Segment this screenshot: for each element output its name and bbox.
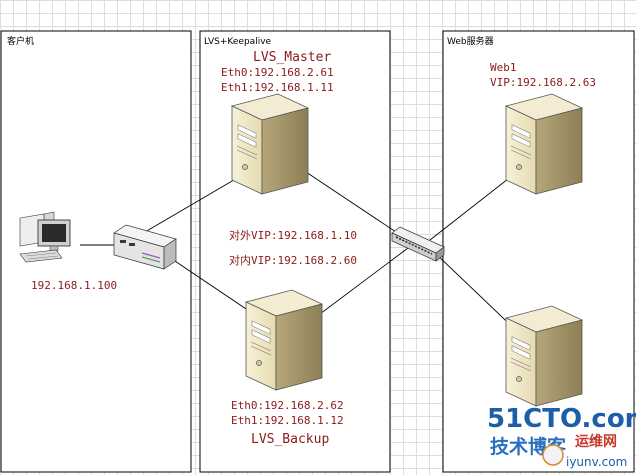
inner-vip-label: 对内VIP:192.168.2.60: [229, 253, 357, 267]
lvs-backup-name: LVS_Backup: [251, 432, 329, 447]
watermark-badge: 运维网: [575, 433, 617, 450]
lvs-backup-eth1: Eth1:192.168.1.12: [231, 414, 344, 427]
watermark: 51CTO.com 技术博客 运维网 iyunv.com: [487, 404, 636, 469]
lvs-backup-eth0: Eth0:192.168.2.62: [231, 399, 344, 412]
web2-server-icon: [505, 305, 583, 407]
lvs-master-name: LVS_Master: [253, 50, 331, 65]
lvs-master-eth1: Eth1:192.168.1.11: [221, 81, 334, 94]
web-panel-title: Web服务器: [447, 35, 494, 47]
client-pc-icon: [19, 211, 71, 263]
lvs-backup-server-icon: [245, 289, 323, 391]
web1-vip: VIP:192.168.2.63: [490, 76, 596, 89]
lvs-master-eth0: Eth0:192.168.2.61: [221, 66, 334, 79]
watermark-badge-icon: [542, 444, 564, 466]
router-icon: [113, 224, 177, 270]
web1-name: Web1: [490, 61, 517, 74]
outer-vip-label: 对外VIP:192.168.1.10: [229, 228, 357, 242]
watermark-logo: 51CTO.com: [487, 404, 636, 434]
client-panel-title: 客户机: [7, 35, 34, 47]
lvs-master-server-icon: [231, 93, 309, 195]
web1-server-icon: [505, 93, 583, 195]
lvs-panel-title: LVS+Keepalive: [204, 37, 272, 47]
switch-icon: [391, 226, 445, 262]
link-master-switch: [299, 167, 409, 241]
watermark-site: iyunv.com: [566, 455, 627, 469]
client-ip-label: 192.168.1.100: [31, 279, 117, 292]
